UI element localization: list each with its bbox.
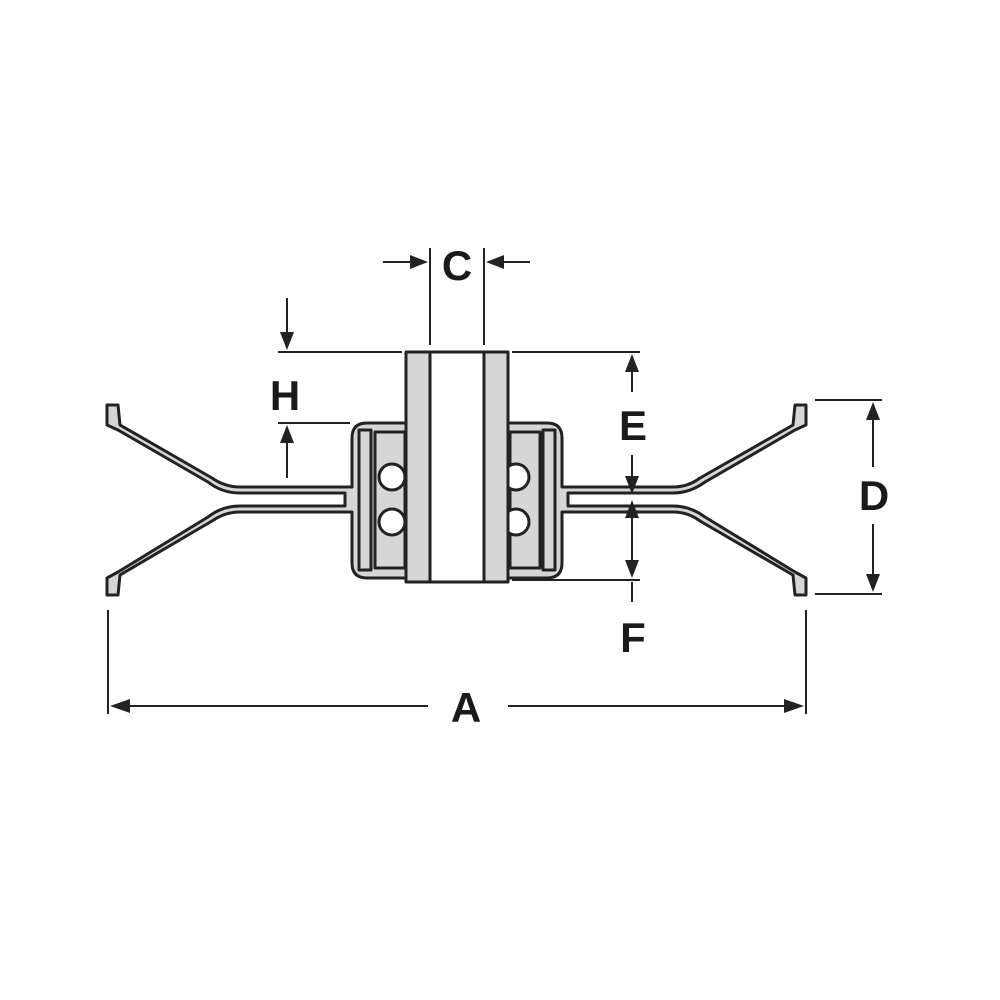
dim-a-arrow-right — [784, 699, 804, 713]
left-flange — [105, 403, 410, 597]
dim-c-arrow-left — [410, 255, 428, 269]
right-housing-wall — [541, 428, 557, 572]
right-flange — [506, 403, 808, 597]
dim-h-arrow-bottom — [280, 425, 294, 443]
dim-c-arrow-right — [486, 255, 504, 269]
bearing-ball-lower-left — [377, 507, 407, 537]
label-c: C — [442, 242, 472, 289]
dimension-a: A — [107, 610, 807, 731]
left-housing-wall — [357, 428, 373, 572]
dim-e-arrow-top — [625, 354, 639, 372]
dim-a-arrow-left — [110, 699, 130, 713]
label-e: E — [619, 402, 647, 449]
dim-e-arrow-bottom — [625, 476, 639, 494]
pulley-body — [105, 350, 808, 597]
dim-h-arrow-top — [280, 332, 294, 350]
dimension-e-f: E F — [512, 351, 647, 661]
dim-f-arrow-top — [625, 500, 639, 518]
dim-f-arrow-bottom — [625, 560, 639, 578]
label-f: F — [620, 614, 646, 661]
dim-d-arrow-bottom — [866, 574, 880, 592]
label-h: H — [270, 372, 300, 419]
dimension-h: H — [270, 298, 402, 478]
bearing-ball-upper-left — [377, 462, 407, 492]
dimension-c: C — [383, 242, 530, 345]
dimension-d: D — [815, 399, 889, 595]
label-a: A — [451, 684, 481, 731]
label-d: D — [859, 472, 889, 519]
dim-d-arrow-top — [866, 402, 880, 420]
left-bearing-race — [373, 430, 407, 570]
bore — [428, 350, 486, 584]
right-bearing-race — [508, 430, 542, 570]
